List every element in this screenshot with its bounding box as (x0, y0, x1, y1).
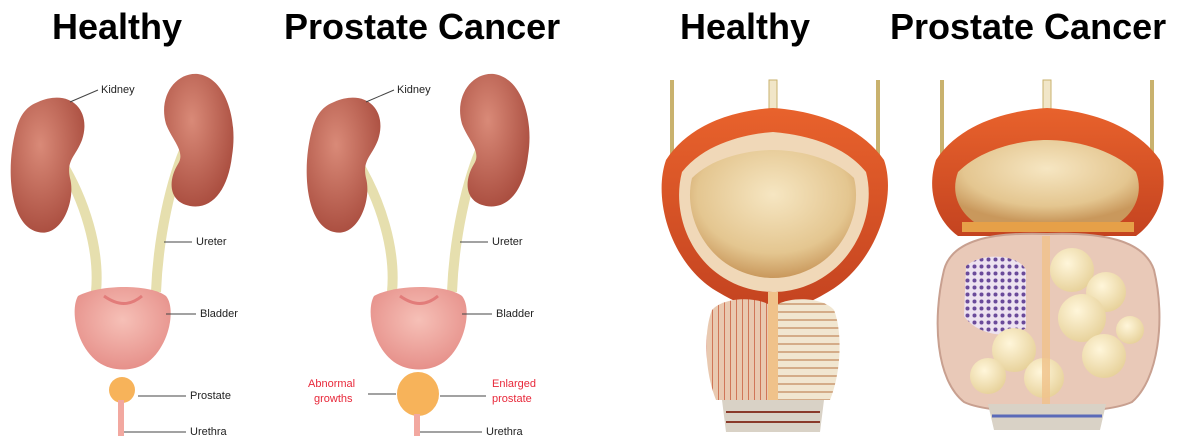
cancer-urinary-diagram: Kidney Ureter Bladder Abnormal growths E… (296, 60, 586, 438)
title-healthy-diagram: Healthy (52, 6, 182, 48)
urethra (414, 414, 420, 436)
tumor-7 (1082, 334, 1126, 378)
prostate-lobe-left (706, 299, 768, 400)
healthy-urinary-diagram: Kidney Ureter Bladder Prostate Urethra (0, 60, 290, 438)
kidney-left (11, 98, 85, 233)
label-abnormal-1: Abnormal (308, 378, 355, 390)
kidney-right (164, 74, 233, 207)
bladder (371, 287, 467, 370)
title-cancer-diagram: Prostate Cancer (284, 6, 560, 48)
urethra (118, 400, 124, 436)
cancer-crosssection-illustration (922, 60, 1182, 438)
label-urethra: Urethra (486, 426, 524, 438)
label-urethra: Urethra (190, 426, 228, 438)
kidney-left (307, 98, 381, 233)
label-abnormal-2: growths (314, 393, 353, 405)
urethra (768, 292, 778, 402)
label-enlarged-1: Enlarged (492, 378, 536, 390)
label-ureter: Ureter (492, 236, 523, 248)
kidney-right (460, 74, 529, 207)
urethra (1042, 236, 1050, 406)
title-healthy-illustration: Healthy (680, 6, 810, 48)
tumor-region-purple (964, 257, 1026, 335)
label-prostate: Prostate (190, 390, 231, 402)
label-kidney: Kidney (101, 84, 135, 96)
label-ureter: Ureter (196, 236, 227, 248)
tumor-8 (1116, 316, 1144, 344)
prostate (109, 377, 135, 403)
tumor-5 (970, 358, 1006, 394)
label-bladder: Bladder (496, 308, 534, 320)
enlarged-prostate (397, 372, 439, 416)
healthy-crosssection-illustration (652, 60, 912, 438)
label-kidney: Kidney (397, 84, 431, 96)
label-bladder: Bladder (200, 308, 238, 320)
label-enlarged-2: prostate (492, 393, 532, 405)
prostate-lobe-right (778, 299, 840, 400)
bladder (75, 287, 171, 370)
title-cancer-illustration: Prostate Cancer (890, 6, 1166, 48)
